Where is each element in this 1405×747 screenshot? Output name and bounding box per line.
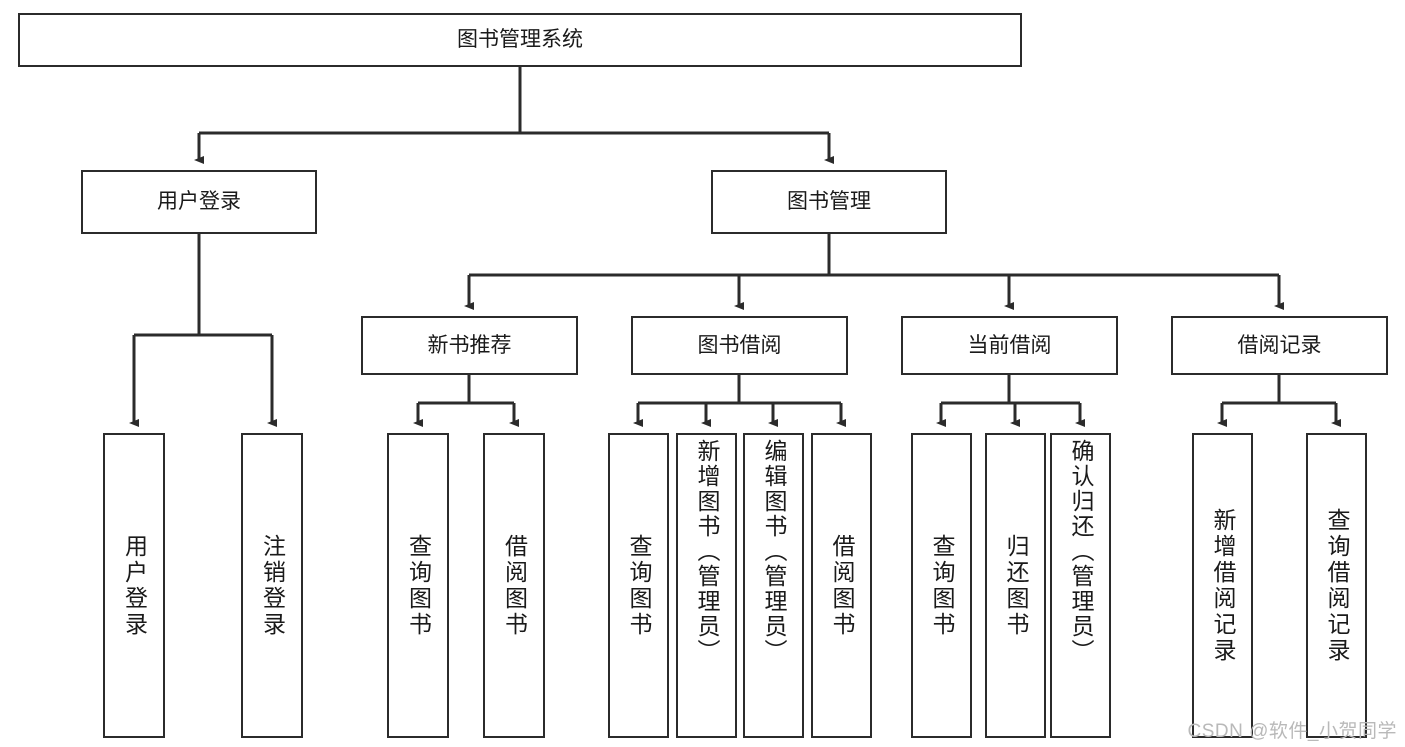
node-leaf-user-logout[interactable]: 注销登录 bbox=[241, 433, 303, 738]
node-leaf-borrow-book-rec[interactable]: 借阅图书 bbox=[483, 433, 545, 738]
node-leaf-add-book-admin[interactable]: 新增图书（管理员） bbox=[676, 433, 737, 738]
node-leaf-query-book-borrow-label: 查询图书 bbox=[626, 533, 652, 638]
node-leaf-query-book-borrow[interactable]: 查询图书 bbox=[608, 433, 669, 738]
node-leaf-query-book-rec-label: 查询图书 bbox=[405, 533, 432, 638]
node-leaf-return-book[interactable]: 归还图书 bbox=[985, 433, 1046, 738]
node-leaf-query-record-label: 查询借阅记录 bbox=[1324, 507, 1350, 664]
node-leaf-borrow-book-rec-label: 借阅图书 bbox=[501, 533, 528, 638]
node-leaf-confirm-return-admin-label: 确认归还（管理员） bbox=[1068, 439, 1094, 664]
node-leaf-borrow-book[interactable]: 借阅图书 bbox=[811, 433, 872, 738]
node-leaf-user-login[interactable]: 用户登录 bbox=[103, 433, 165, 738]
node-leaf-query-book-rec[interactable]: 查询图书 bbox=[387, 433, 449, 738]
node-leaf-add-record[interactable]: 新增借阅记录 bbox=[1192, 433, 1253, 738]
node-new-book-rec-label: 新书推荐 bbox=[427, 333, 512, 357]
node-user-login[interactable]: 用户登录 bbox=[81, 170, 317, 234]
watermark: CSDN @软件_小贺同学 bbox=[1187, 721, 1397, 742]
node-book-borrow[interactable]: 图书借阅 bbox=[631, 316, 848, 375]
node-leaf-user-login-label: 用户登录 bbox=[121, 533, 148, 638]
node-leaf-return-book-label: 归还图书 bbox=[1003, 533, 1029, 638]
node-book-manage-label: 图书管理 bbox=[787, 190, 871, 214]
node-leaf-add-book-admin-label: 新增图书（管理员） bbox=[694, 439, 720, 664]
node-root-label: 图书管理系统 bbox=[457, 28, 583, 52]
node-current-borrow[interactable]: 当前借阅 bbox=[901, 316, 1118, 375]
node-leaf-user-logout-label: 注销登录 bbox=[259, 533, 286, 638]
node-user-login-label: 用户登录 bbox=[157, 190, 241, 214]
node-book-manage[interactable]: 图书管理 bbox=[711, 170, 947, 234]
node-book-borrow-label: 图书借阅 bbox=[697, 333, 782, 357]
node-borrow-record[interactable]: 借阅记录 bbox=[1171, 316, 1388, 375]
node-new-book-rec[interactable]: 新书推荐 bbox=[361, 316, 578, 375]
node-root[interactable]: 图书管理系统 bbox=[18, 13, 1022, 67]
node-leaf-query-book-current-label: 查询图书 bbox=[929, 533, 955, 638]
node-current-borrow-label: 当前借阅 bbox=[967, 333, 1052, 357]
node-leaf-edit-book-admin-label: 编辑图书（管理员） bbox=[761, 439, 787, 664]
node-borrow-record-label: 借阅记录 bbox=[1237, 333, 1322, 357]
node-leaf-query-book-current[interactable]: 查询图书 bbox=[911, 433, 972, 738]
node-leaf-add-record-label: 新增借阅记录 bbox=[1210, 507, 1236, 664]
node-leaf-confirm-return-admin[interactable]: 确认归还（管理员） bbox=[1050, 433, 1111, 738]
node-leaf-borrow-book-label: 借阅图书 bbox=[829, 533, 855, 638]
node-leaf-edit-book-admin[interactable]: 编辑图书（管理员） bbox=[743, 433, 804, 738]
node-leaf-query-record[interactable]: 查询借阅记录 bbox=[1306, 433, 1367, 738]
